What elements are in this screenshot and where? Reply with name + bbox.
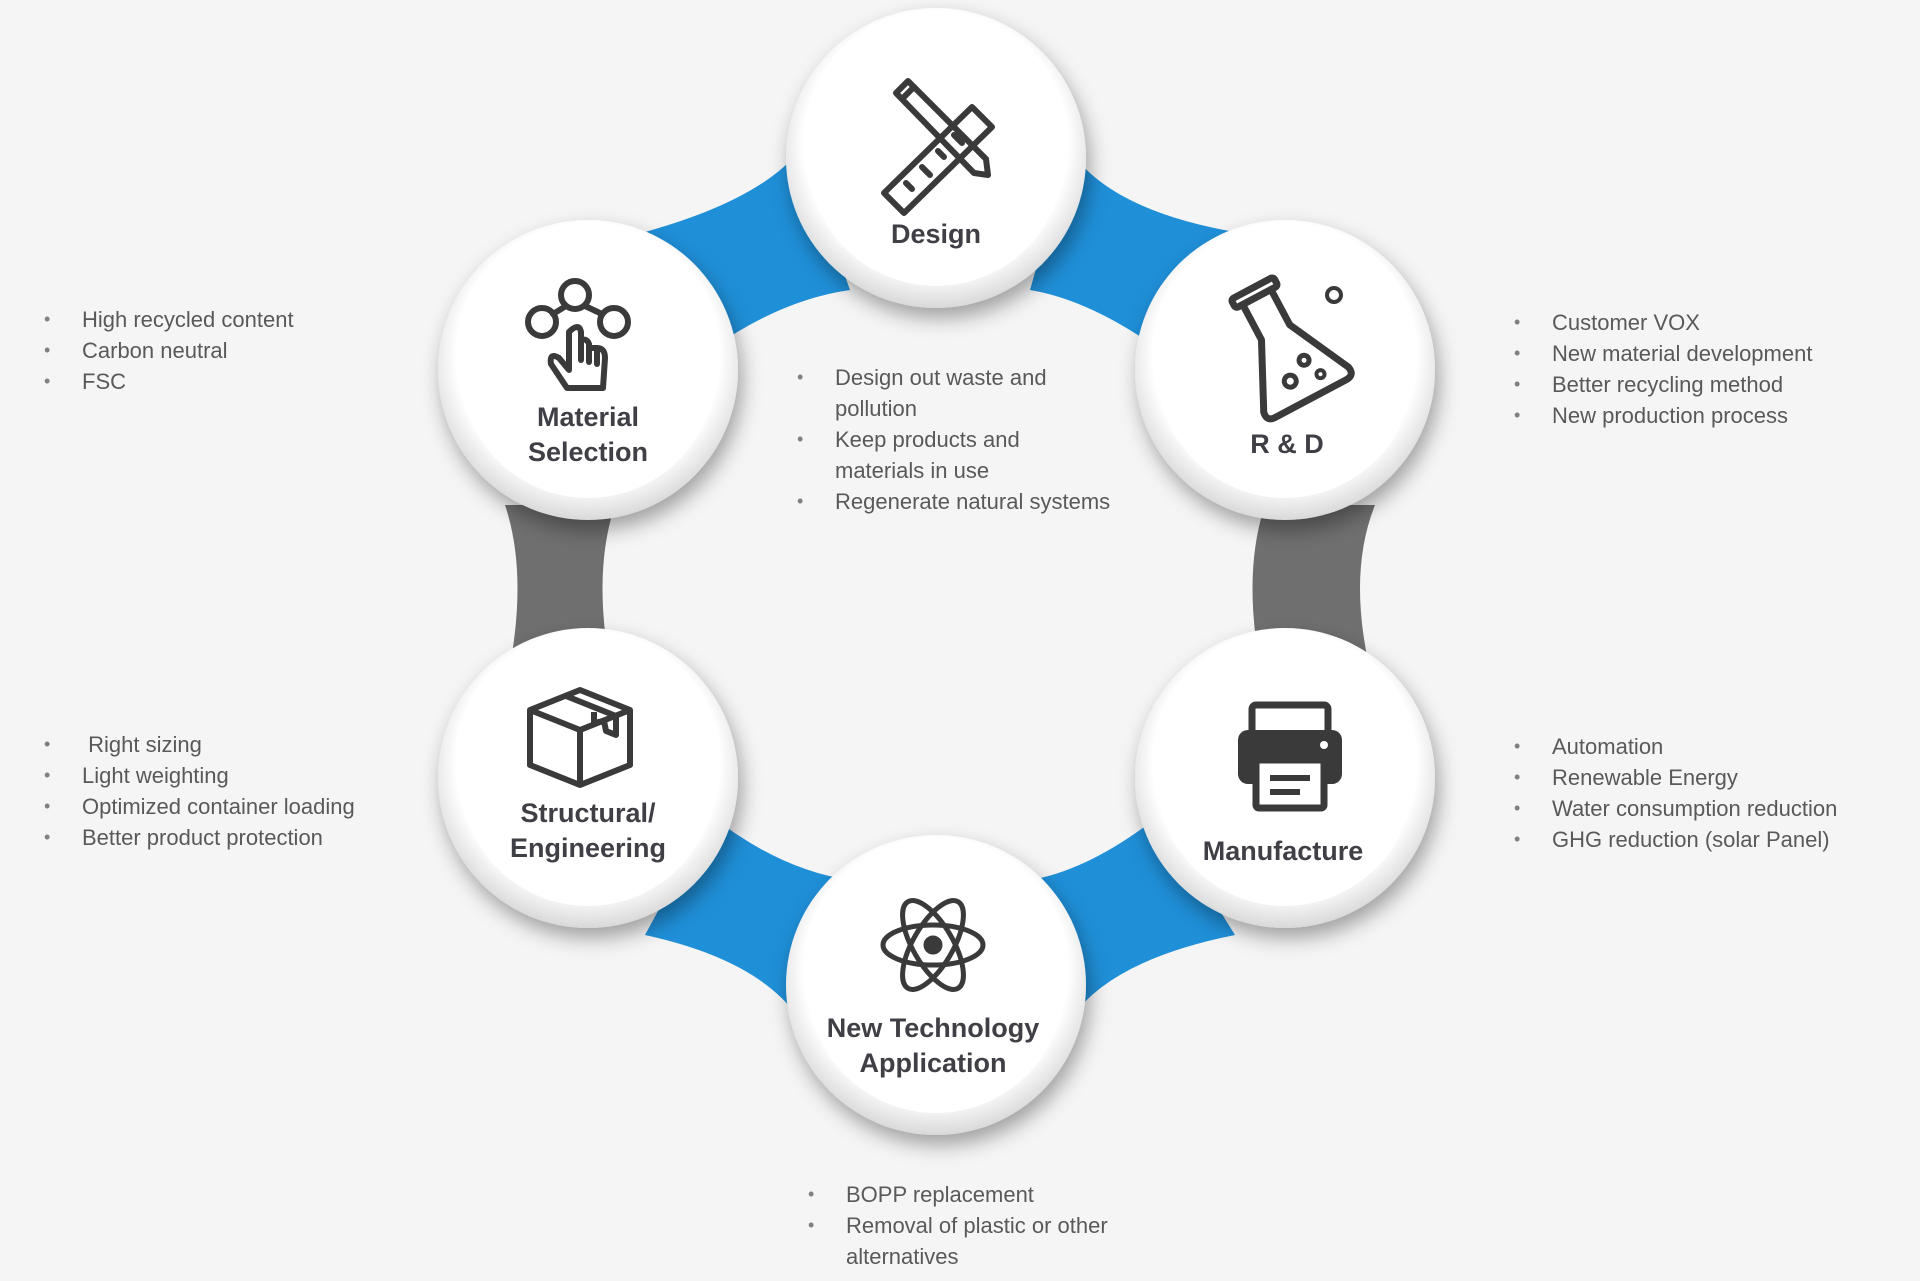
list-item-line: Removal of plastic or other	[846, 1213, 1108, 1238]
ruler-pencil-icon	[881, 78, 995, 216]
list-item: High recycled content	[42, 304, 294, 335]
list-item: Right sizing	[42, 729, 355, 760]
list-item: Optimized container loading	[42, 791, 355, 822]
list-item-line: alternatives	[846, 1244, 959, 1269]
list-item: Removal of plastic or other alternatives	[806, 1210, 1108, 1272]
node-material-title-line2: Selection	[528, 437, 648, 467]
box-icon	[527, 687, 633, 788]
list-item: GHG reduction (solar Panel)	[1512, 824, 1837, 855]
list-item: FSC	[42, 366, 294, 397]
list-item-line: Keep products and	[835, 427, 1020, 452]
list-item: Better recycling method	[1512, 369, 1812, 400]
list-item: Design out waste and pollution	[795, 362, 1110, 424]
list-item: Carbon neutral	[42, 335, 294, 366]
node-material: Material Selection	[438, 220, 738, 520]
node-rnd: R & D	[1135, 220, 1435, 520]
manufacture-list: Automation Renewable Energy Water consum…	[1512, 731, 1837, 855]
list-item-text: Right sizing	[88, 732, 202, 757]
list-item-line: BOPP replacement	[846, 1182, 1034, 1207]
list-item-line: Design out waste and	[835, 365, 1047, 390]
center-list: Design out waste and pollution Keep produ…	[795, 362, 1110, 517]
atom-icon	[880, 898, 986, 992]
list-item: Automation	[1512, 731, 1837, 762]
structural-list: Right sizing Light weighting Optimized c…	[42, 729, 355, 853]
node-design-title: Design	[891, 219, 981, 249]
list-item: Water consumption reduction	[1512, 793, 1837, 824]
list-item-line: materials in use	[835, 458, 990, 483]
list-item: Regenerate natural systems	[795, 486, 1110, 517]
node-structural-title-line1: Structural/	[520, 798, 656, 828]
printer-icon	[1238, 701, 1342, 812]
node-manufacture-title: Manufacture	[1203, 836, 1364, 866]
new-tech-list: BOPP replacement Removal of plastic or o…	[806, 1179, 1108, 1272]
list-item-line: pollution	[835, 396, 917, 421]
list-item: Better product protection	[42, 822, 355, 853]
node-material-title-line1: Material	[537, 402, 639, 432]
flask-icon	[1228, 274, 1355, 423]
node-new-tech-title-line2: Application	[860, 1048, 1007, 1078]
list-item: Light weighting	[42, 760, 355, 791]
list-item: BOPP replacement	[806, 1179, 1108, 1210]
list-item: New material development	[1512, 338, 1812, 369]
list-item: Renewable Energy	[1512, 762, 1837, 793]
node-manufacture: Manufacture	[1135, 628, 1435, 928]
material-list: High recycled content Carbon neutral FSC	[42, 304, 294, 397]
list-item-line: Regenerate natural systems	[835, 489, 1111, 514]
node-new-tech-title-line1: New Technology	[827, 1013, 1040, 1043]
node-rnd-title: R & D	[1250, 429, 1324, 459]
list-item: Keep products and materials in use	[795, 424, 1110, 486]
list-item: New production process	[1512, 400, 1812, 431]
node-structural: Structural/ Engineering	[438, 628, 738, 928]
list-item: Customer VOX	[1512, 307, 1812, 338]
node-design: Design	[786, 8, 1086, 308]
rnd-list: Customer VOX New material development Be…	[1512, 307, 1812, 431]
touch-network-icon	[525, 278, 631, 391]
node-new-tech: New Technology Application	[786, 835, 1086, 1135]
node-structural-title-line2: Engineering	[510, 833, 666, 863]
bubble-icon	[1325, 286, 1343, 304]
